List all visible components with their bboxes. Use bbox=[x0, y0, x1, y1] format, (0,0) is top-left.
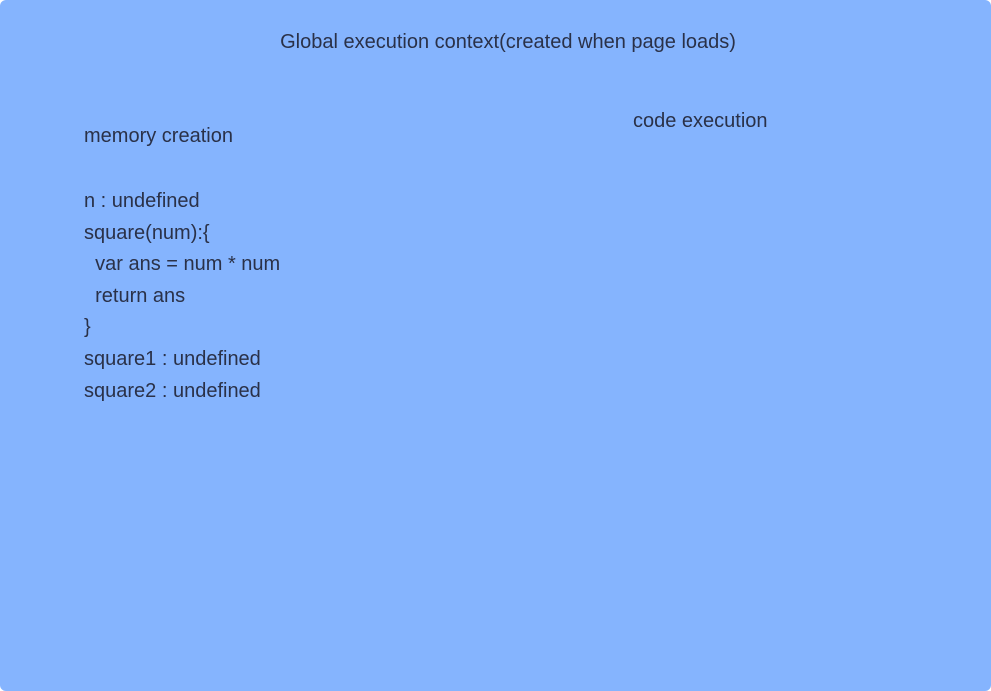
memory-entry: return ans bbox=[84, 284, 186, 307]
memory-entries: n : undefined square(num):{ var ans = nu… bbox=[84, 186, 280, 407]
memory-entry: var ans = num * num bbox=[84, 253, 281, 276]
code-execution-heading: code execution bbox=[633, 110, 768, 132]
memory-entry: n : undefined bbox=[84, 190, 200, 212]
context-title: Global execution context(created when pa… bbox=[280, 31, 736, 53]
memory-entry: } bbox=[84, 316, 91, 339]
memory-entry: square2 : undefined bbox=[84, 379, 261, 402]
memory-entry: square1 : undefined bbox=[84, 347, 261, 370]
memory-creation-heading: memory creation bbox=[84, 125, 233, 147]
memory-entry: square(num):{ bbox=[84, 221, 210, 244]
